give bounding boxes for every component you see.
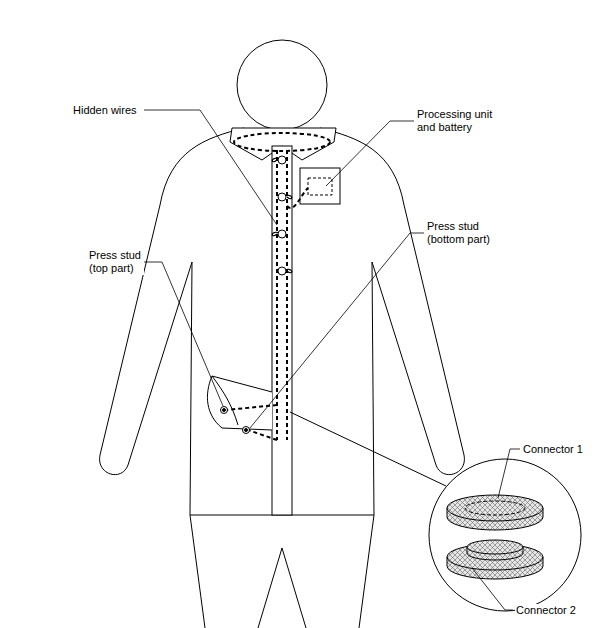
wire-label: Hidden wires (72, 104, 144, 117)
part-label: Processing unit and battery (416, 108, 504, 134)
part-label: Connector 2 (515, 604, 592, 617)
part-label: Press stud (bottom part) (426, 220, 492, 246)
part-label: Press stud (top part) (88, 249, 144, 275)
part-label: Connector 1 (522, 443, 599, 456)
